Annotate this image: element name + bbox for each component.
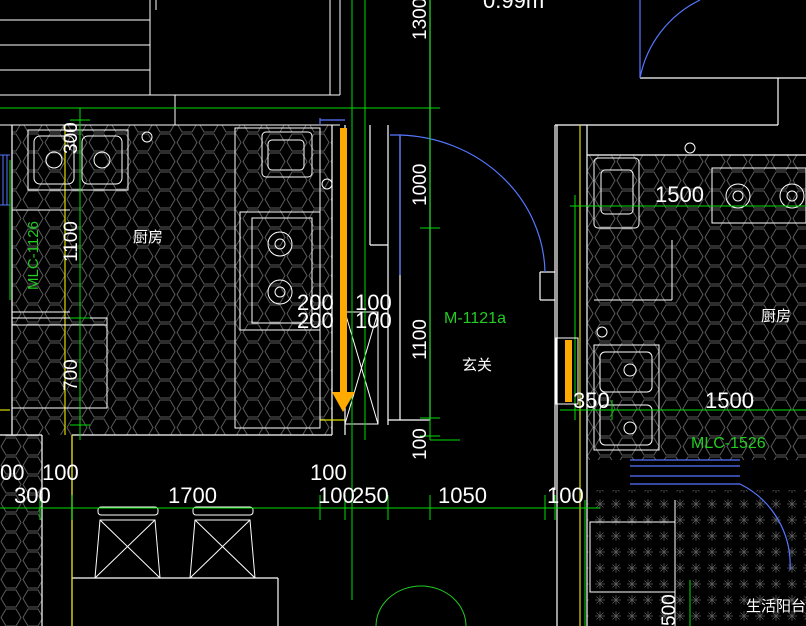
bottom-left-floor-hatch bbox=[0, 435, 42, 626]
annotation-arrow bbox=[332, 128, 579, 412]
dim-right-1500-bottom: 1500 bbox=[705, 388, 754, 413]
dim-bottom-100-b: 100 bbox=[310, 460, 347, 485]
dim-wall-100-b: 100 bbox=[355, 308, 392, 333]
dim-mid-1100: 1100 bbox=[410, 319, 431, 360]
dim-left-700: 700 bbox=[61, 359, 82, 391]
right-kitchen-fixtures bbox=[593, 142, 806, 451]
right-window bbox=[630, 0, 791, 571]
dim-bottom-100-c: 100 bbox=[318, 483, 355, 508]
dim-mid-1000: 1000 bbox=[410, 164, 431, 206]
entrance-door bbox=[319, 118, 546, 275]
dim-bottom-1700: 1700 bbox=[168, 483, 217, 508]
left-kitchen-fixtures bbox=[11, 127, 333, 429]
upper-left-stair bbox=[0, 0, 341, 126]
dim-top-1300: 1300 bbox=[410, 0, 431, 40]
dim-bottom-00: 00 bbox=[0, 460, 24, 485]
balcony-floor-hatch bbox=[587, 490, 806, 626]
dim-left-300: 300 bbox=[61, 122, 82, 154]
dim-wall-200-b: 200 bbox=[297, 308, 334, 333]
dim-right-1500-top: 1500 bbox=[655, 182, 704, 207]
axis-lines bbox=[0, 125, 581, 626]
dim-right-350: 350 bbox=[573, 388, 610, 413]
dim-mid-100: 100 bbox=[410, 428, 431, 460]
dim-bottom-300: 300 bbox=[14, 483, 51, 508]
room-label-kitchen-right: 厨房 bbox=[761, 307, 791, 325]
dim-wall-100-a: 100 bbox=[355, 290, 392, 315]
room-label-kitchen-left: 厨房 bbox=[133, 228, 163, 246]
bottom-equipment bbox=[94, 506, 467, 626]
dim-bottom-100-a: 100 bbox=[42, 460, 79, 485]
tag-window-right: MLC-1526 bbox=[691, 435, 766, 452]
tag-window-left: MLC-1126 bbox=[25, 221, 42, 290]
balcony-fixtures bbox=[589, 500, 676, 626]
left-kitchen-floor-hatch bbox=[12, 125, 332, 435]
top-partial-label: 0.99m bbox=[483, 0, 544, 13]
room-label-balcony: 生活阳台 bbox=[746, 597, 806, 615]
left-window bbox=[0, 154, 10, 206]
dim-bottom-1050: 1050 bbox=[438, 483, 487, 508]
room-label-entrance: 玄关 bbox=[462, 356, 492, 374]
dim-bottom-right-500: 500 bbox=[659, 594, 680, 626]
dim-bottom-100-d: 100 bbox=[547, 483, 584, 508]
dim-left-1100: 1100 bbox=[61, 221, 82, 262]
dim-wall-200-a: 200 bbox=[297, 290, 334, 315]
dim-bottom-250: 250 bbox=[352, 483, 389, 508]
tag-door-entrance: M-1121a bbox=[444, 310, 506, 327]
